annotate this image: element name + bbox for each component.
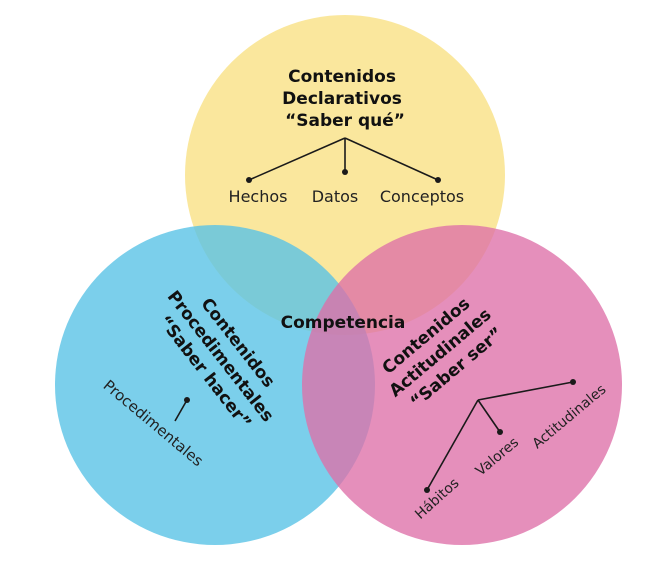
procedural-branch-line [174,399,188,422]
declarative-tree [248,137,439,181]
procedural-branch-node [184,397,190,403]
declarative-item-hechos: Hechos [229,187,288,206]
circle-attitudinal [302,225,622,545]
declarative-title: Contenidos Declarativos “Saber qué” [282,67,408,131]
declarative-title-line-1: Contenidos [288,67,396,87]
declarative-item-datos: Datos [312,187,359,206]
declarative-title-line-3: “Saber qué” [285,111,405,131]
declarative-item-conceptos: Conceptos [380,187,464,206]
declarative-tree-nodes [246,169,441,183]
attitudinal-tree [426,381,574,491]
attitudinal-tree-nodes [424,379,576,493]
circle-procedural [55,225,375,545]
declarative-title-line-2: Declarativos [282,89,402,109]
center-label: Competencia [281,313,406,333]
